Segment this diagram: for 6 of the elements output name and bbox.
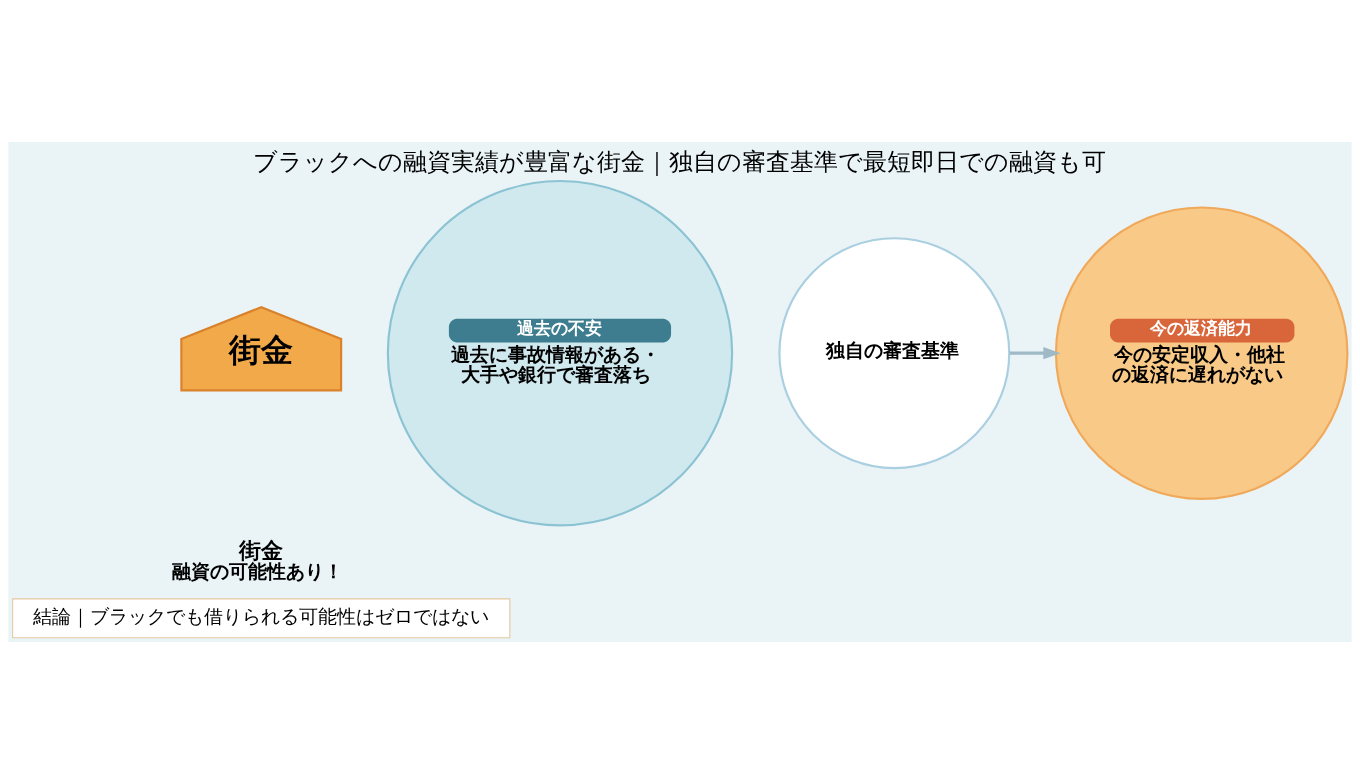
arrow (1009, 347, 1061, 360)
node-circle: 過去の不安 過去に事故情報がある・大手や銀行で審査落ち (386, 179, 734, 527)
node-circle: 独自の審査基準 (778, 237, 1011, 470)
node-circle: 今の返済能力 今の安定収入・他社の返済に遅れがない (1054, 206, 1349, 500)
caption: 結論｜ブラックでも借りられる可能性はゼロではない (33, 605, 490, 629)
diagram-title: ブラックへの融資実績が豊富な街金｜独自の審査基準で最短即日での融資も可 (253, 147, 1107, 176)
